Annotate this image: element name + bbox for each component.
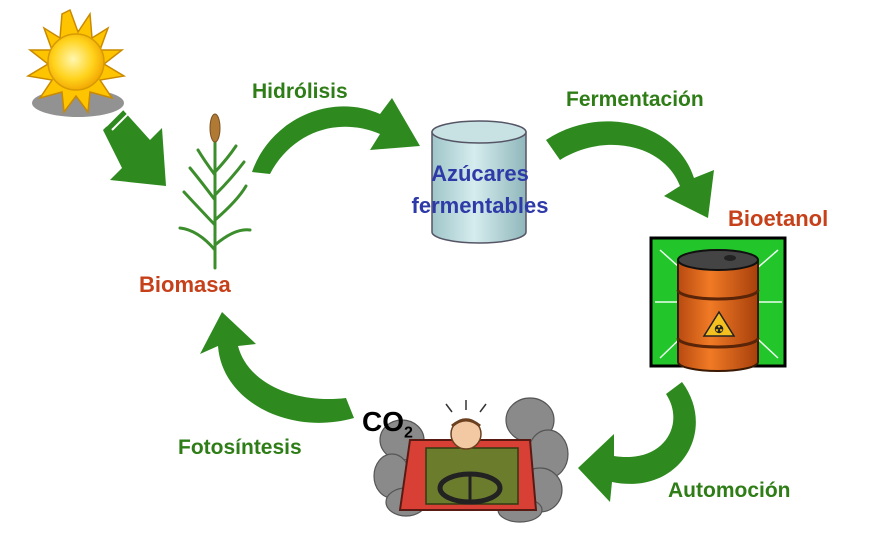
- azucares-label: Azúcares fermentables: [392, 158, 568, 222]
- co2-subscript: 2: [404, 424, 413, 442]
- sun-ray-arrow-icon: [103, 107, 166, 186]
- sugar-cylinder-icon: [431, 120, 527, 244]
- co2-label: CO2: [362, 406, 413, 443]
- fotosintesis-label: Fotosíntesis: [178, 436, 302, 459]
- car-driver-icon: [373, 397, 569, 523]
- azucares-line1: Azúcares: [431, 161, 529, 186]
- barrel-icon: ☢: [649, 236, 787, 372]
- hidrolisis-arrow: [252, 98, 420, 174]
- fotosintesis-arrow: [200, 312, 354, 423]
- biomasa-label: Biomasa: [139, 272, 231, 297]
- hazard-icon: ☢: [702, 310, 736, 337]
- fermentacion-label: Fermentación: [566, 88, 704, 111]
- azucares-line2: fermentables: [411, 193, 549, 218]
- bioetanol-label: Bioetanol: [728, 206, 829, 231]
- fermentacion-arrow: [546, 121, 714, 218]
- plant-icon: [178, 113, 252, 270]
- automocion-label: Automoción: [668, 479, 791, 502]
- svg-text:☢: ☢: [714, 324, 724, 336]
- co2-main: CO: [362, 406, 404, 437]
- hidrolisis-label: Hidrólisis: [252, 80, 348, 103]
- sun-icon: [25, 8, 127, 117]
- automocion-arrow: [578, 382, 696, 502]
